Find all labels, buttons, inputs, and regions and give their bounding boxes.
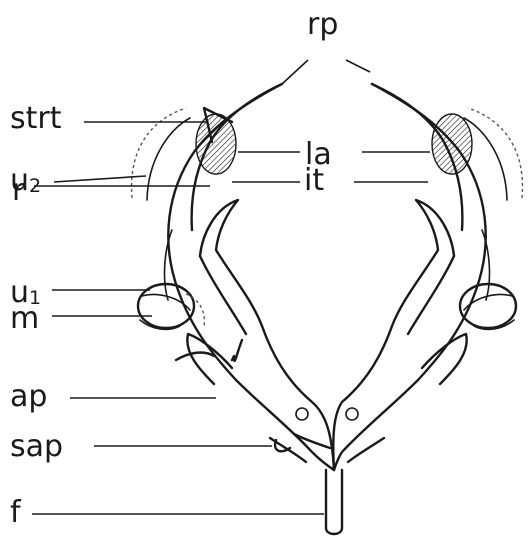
label-u2-sub: 2 [29,175,41,197]
label-rp: rp [307,10,338,40]
central-shaft [326,470,342,534]
right-arm [333,84,522,470]
label-m: m [10,304,39,334]
label-f: f [10,498,21,528]
left-hatched-area [196,114,236,174]
label-strt: strt [10,104,62,134]
label-it: it [304,166,324,196]
label-sap: sap [10,432,63,462]
label-r: r [12,176,24,206]
right-hatched-area [432,114,472,174]
left-knob [138,284,204,329]
label-ap: ap [10,382,47,412]
